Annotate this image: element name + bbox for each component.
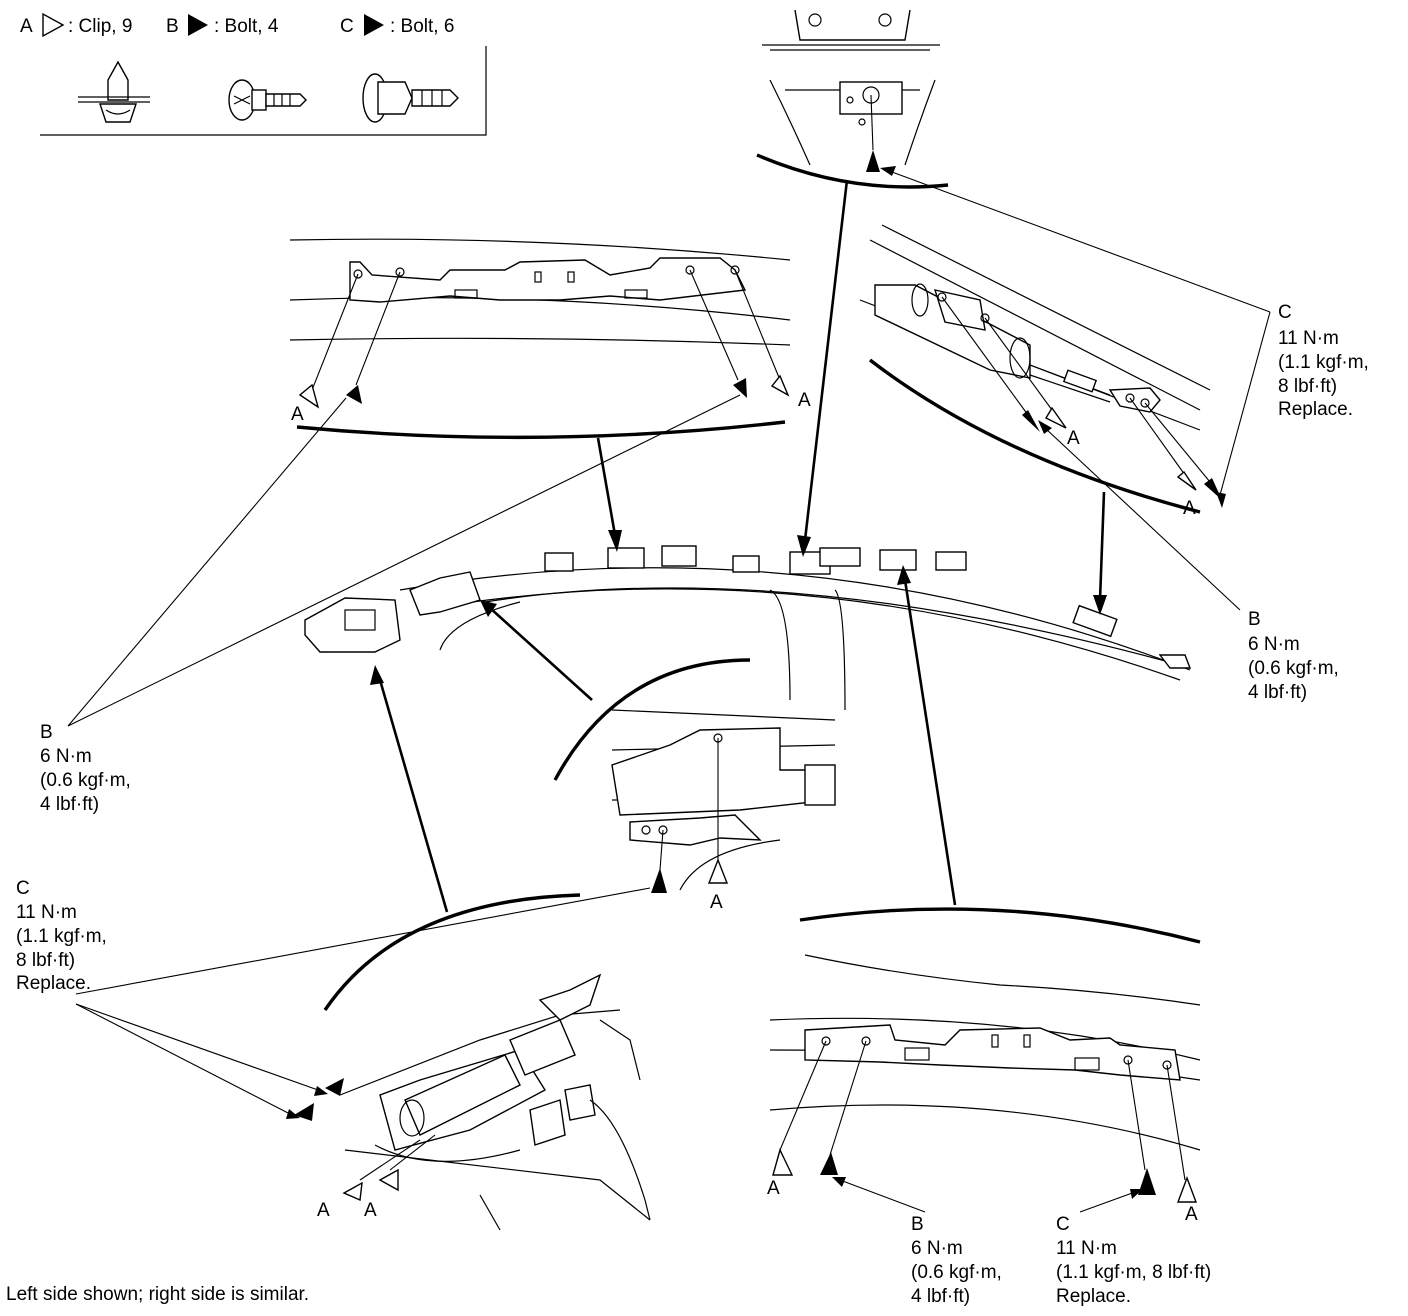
replace-note: Replace. <box>16 973 91 994</box>
flange-bolt-icon <box>362 73 459 123</box>
clip-marker <box>1176 470 1197 491</box>
legend: A : Clip, 9 B : Bolt, 4 C : Bolt, 6 <box>20 12 487 136</box>
clip-marker <box>298 383 320 409</box>
torque-kgf-lbf: (1.1 kgf·m, 8 lbf·ft) <box>1056 1262 1211 1283</box>
bolt-b-label: B <box>911 1214 924 1235</box>
torque-kgf: (1.1 kgf·m, <box>16 926 107 947</box>
callout-right-b: B 6 N·m (0.6 kgf·m, 4 lbf·ft) <box>1248 609 1339 703</box>
clip-label: A <box>291 404 304 425</box>
bolt-c-marker <box>1138 1168 1156 1195</box>
legend-bolt-c-text: : Bolt, 6 <box>390 16 454 37</box>
bolt-b-label: B <box>1248 609 1261 630</box>
mount-brackets <box>544 545 1192 669</box>
torque-lbf: 4 lbf·ft) <box>911 1286 970 1307</box>
clip-label: A <box>798 390 811 411</box>
legend-box <box>40 46 487 136</box>
callout-leaders <box>67 166 1271 1213</box>
legend-clip-letter: A <box>20 16 33 37</box>
clip-label: A <box>1185 1204 1198 1225</box>
detail-bottom-right: A A <box>767 907 1201 1225</box>
callout-top-right-c: C 11 N·m (1.1 kgf·m, 8 lbf·ft) Replace. <box>1278 302 1369 420</box>
bolt-b-marker <box>820 1152 838 1175</box>
callout-bottom-c: C 11 N·m (1.1 kgf·m, 8 lbf·ft) Replace. <box>1056 1214 1211 1307</box>
footnote: Left side shown; right side is similar. <box>6 1284 309 1305</box>
bolt-b-marker <box>346 385 362 404</box>
torque-nm: 11 N·m <box>1056 1238 1117 1259</box>
clip-label: A <box>710 892 723 913</box>
bolt-c-label: C <box>1278 302 1292 323</box>
torque-lbf: 8 lbf·ft) <box>16 950 75 971</box>
callout-left-b: B 6 N·m (0.6 kgf·m, 4 lbf·ft) <box>40 722 131 815</box>
clip-marker <box>378 1168 399 1192</box>
clip-label: A <box>317 1200 330 1221</box>
detail-top-center <box>756 9 949 189</box>
clip-marker <box>772 1148 794 1176</box>
bolt-c-label: C <box>1056 1214 1070 1235</box>
legend-bolt-c-letter: C <box>340 16 354 37</box>
clip-icon <box>78 60 150 123</box>
torque-nm: 6 N·m <box>40 746 92 767</box>
detail-top-right: A A <box>859 224 1222 519</box>
assembly-arrows <box>370 179 1107 913</box>
bolt-symbol-icon <box>188 14 208 36</box>
detail-bottom-left: A A <box>294 893 651 1231</box>
detail-center-pillar: A <box>611 709 836 913</box>
detail-top-left: A A <box>289 238 811 440</box>
clip-label: A <box>1183 498 1196 519</box>
torque-kgf: (1.1 kgf·m, <box>1278 352 1369 373</box>
callout-bottom-b: B 6 N·m (0.6 kgf·m, 4 lbf·ft) <box>911 1214 1002 1307</box>
bolt-c-label: C <box>16 878 30 899</box>
torque-lbf: 4 lbf·ft) <box>40 794 99 815</box>
curtain-airbag-main <box>304 545 1192 781</box>
bolt-icon <box>228 79 307 121</box>
torque-kgf: (0.6 kgf·m, <box>911 1262 1002 1283</box>
bolt-b-marker <box>1022 410 1040 432</box>
torque-lbf: 4 lbf·ft) <box>1248 682 1307 703</box>
legend-clip-text: : Clip, 9 <box>68 16 132 37</box>
replace-note: Replace. <box>1056 1286 1131 1307</box>
torque-nm: 11 N·m <box>1278 328 1339 349</box>
torque-nm: 11 N·m <box>16 902 77 923</box>
torque-nm: 6 N·m <box>911 1238 963 1259</box>
torque-lbf: 8 lbf·ft) <box>1278 376 1337 397</box>
clip-marker <box>1176 1176 1198 1203</box>
bolt-b-label: B <box>40 722 53 743</box>
clip-marker <box>707 858 729 884</box>
bolt-c-marker <box>866 150 880 172</box>
bolt-c-marker <box>651 868 667 893</box>
clip-label: A <box>767 1178 780 1199</box>
torque-nm: 6 N·m <box>1248 634 1300 655</box>
clip-label: A <box>364 1200 377 1221</box>
bolt-c-marker <box>294 1103 314 1121</box>
clip-marker <box>770 374 790 397</box>
bolt-c-marker <box>325 1078 344 1096</box>
torque-kgf: (0.6 kgf·m, <box>40 770 131 791</box>
replace-note: Replace. <box>1278 399 1353 420</box>
torque-kgf: (0.6 kgf·m, <box>1248 658 1339 679</box>
legend-bolt-b-letter: B <box>166 16 179 37</box>
clip-marker <box>342 1181 363 1202</box>
bolt-b-marker <box>733 378 747 398</box>
bolt-symbol-icon <box>364 14 384 36</box>
clip-label: A <box>1067 428 1080 449</box>
clip-marker <box>1045 406 1067 429</box>
clip-symbol-icon <box>42 12 65 38</box>
legend-bolt-b-text: : Bolt, 4 <box>214 16 279 37</box>
callout-left-c: C 11 N·m (1.1 kgf·m, 8 lbf·ft) Replace. <box>16 878 107 994</box>
